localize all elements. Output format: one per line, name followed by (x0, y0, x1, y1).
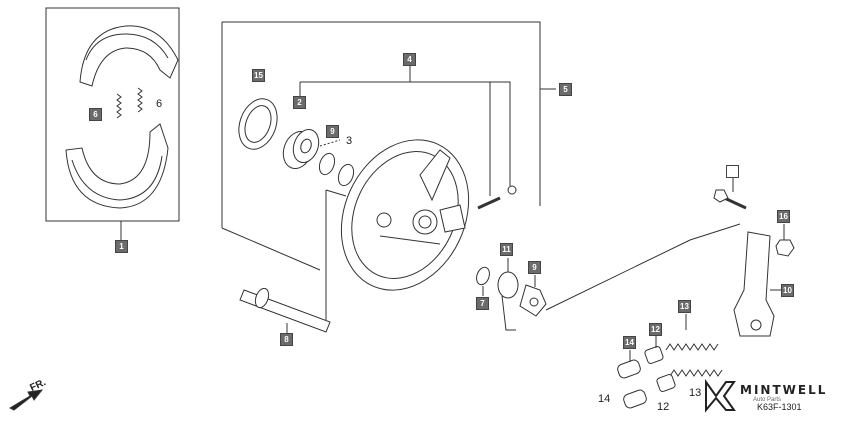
callout-14-box: 14 (623, 336, 636, 349)
spring-13-upper (665, 343, 719, 351)
brake-arm-10 (733, 231, 775, 337)
brand-name: MINTWELL (740, 383, 828, 397)
shoe-spring-right (137, 87, 143, 113)
callout-9-upper: 9 (326, 125, 339, 138)
joint-12-upper (644, 346, 664, 364)
brake-shoe-group-frame (45, 7, 180, 222)
callout-6-text: 6 (156, 98, 163, 110)
brake-panel (340, 139, 470, 291)
callout-5: 5 (559, 83, 572, 96)
washer-7 (476, 266, 490, 286)
callout-12-text: 12 (657, 401, 670, 413)
callout-blank (726, 165, 739, 178)
brake-shoe-upper (79, 25, 179, 87)
adjust-bolt (477, 196, 501, 210)
return-spring-11 (497, 271, 519, 299)
nut-16 (775, 239, 795, 257)
callout-14-text: 14 (598, 393, 611, 405)
spring-13-lower (669, 369, 723, 377)
callout-2: 2 (293, 96, 306, 109)
callout-7: 7 (476, 297, 489, 310)
brake-shoe-lower (65, 123, 169, 209)
brand-subtitle: Auto Parts (753, 397, 782, 403)
wear-indicator-9 (519, 284, 547, 317)
ring-3 (337, 163, 355, 187)
camshaft-8 (239, 289, 331, 333)
callout-15: 15 (252, 69, 265, 82)
callout-13-text: 13 (689, 387, 702, 399)
callout-12-box: 12 (649, 323, 662, 336)
callout-6-box: 6 (89, 108, 102, 121)
callout-10: 10 (781, 284, 794, 297)
callout-16: 16 (777, 210, 790, 223)
callout-3: 3 (346, 135, 353, 147)
callout-4: 4 (403, 53, 416, 66)
pin-14-upper (617, 359, 641, 379)
mintwell-logo (705, 378, 736, 413)
callout-9-lower: 9 (528, 261, 541, 274)
seal-15 (238, 98, 278, 150)
diagram-code: K63F-1301 (757, 402, 802, 412)
joint-12-lower (656, 374, 676, 392)
washer-9 (318, 152, 336, 176)
callout-11: 11 (500, 243, 513, 256)
shoe-spring-left (116, 93, 122, 119)
callout-8: 8 (280, 333, 293, 346)
callout-1: 1 (115, 240, 128, 253)
pin-14-lower (623, 389, 647, 409)
callout-13-box: 13 (678, 300, 691, 313)
front-direction-arrow (8, 389, 44, 411)
